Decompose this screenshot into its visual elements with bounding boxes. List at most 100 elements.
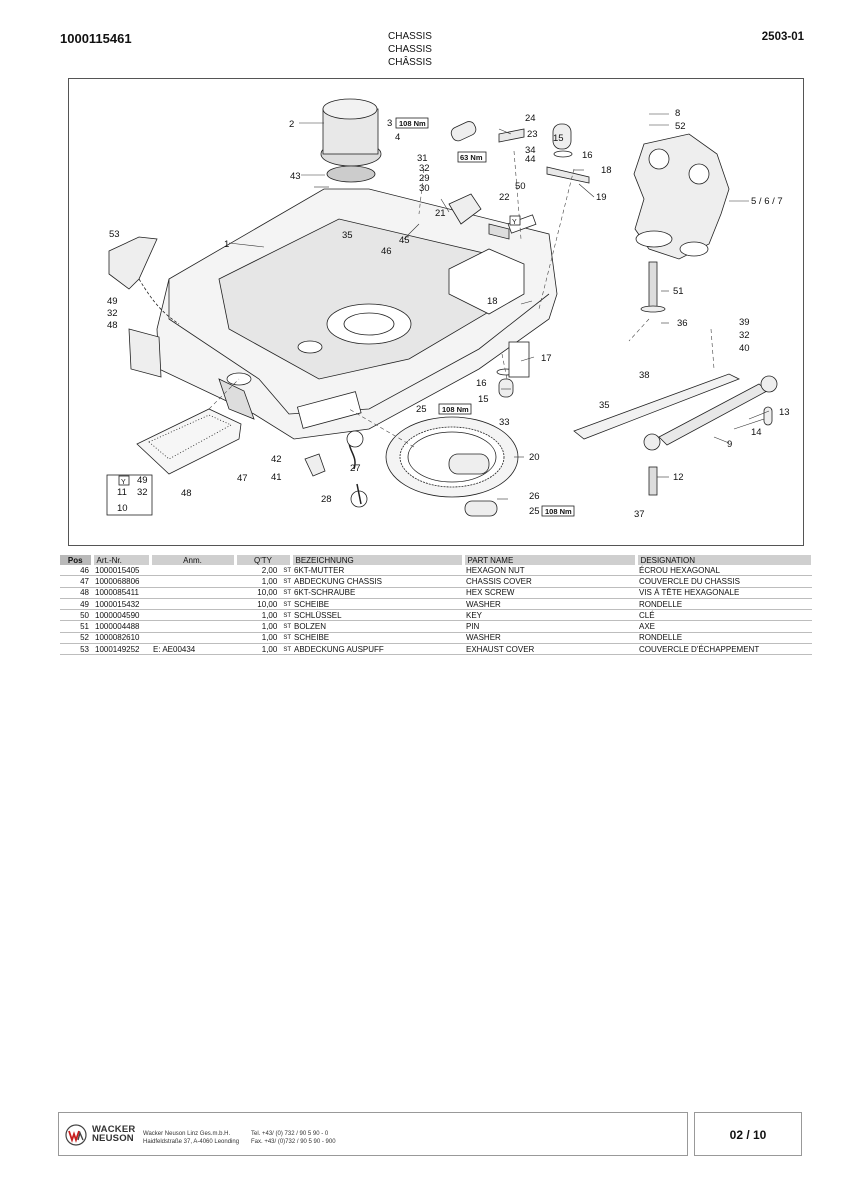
logo-line-neuson: NEUSON [92,1133,134,1144]
callout-11: 11 [117,487,127,498]
callout-47: 47 [237,473,248,484]
callout-35: 35 [342,230,353,241]
cell-pos: 53 [60,643,92,656]
cell-bezeichnung: 6KT-SCHRAUBE [291,587,463,599]
cell-qty-text: 10,00 [257,588,278,598]
callout-14: 14 [751,427,762,438]
cell-art-nr: 1000082610 [92,632,150,645]
cell-pos-text: 53 [80,644,89,654]
table-header-row: Pos Art.-Nr. Anm. Q'TY BEZEICHNUNG PART … [60,555,814,565]
callout-31: 31 [417,153,428,164]
logo-line-wacker: WACKER [92,1124,136,1135]
callout-36: 36 [677,318,688,329]
exhaust-cover-drawing [108,236,158,290]
cell-designation-text: CLÉ [639,610,655,620]
assembly-lines [208,150,715,448]
callout-44: 44 [525,154,536,165]
cell-part-name-text: HEX SCREW [466,588,515,598]
cell-anm [150,609,235,622]
cell-qty: 10,00 ST [235,587,291,599]
callout-49: 49 [107,296,118,307]
callout-28: 28 [321,494,332,505]
cell-pos: 47 [60,575,92,588]
callout-leaders [228,113,770,500]
callout-4: 4 [395,132,400,143]
chassis-cover-drawing [136,408,242,475]
torque-108nm-motor: 108 Nm [399,119,426,128]
callout-46: 46 [381,246,392,257]
callout-29: 29 [419,173,430,184]
callout-48b: 48 [181,488,192,499]
cell-anm [150,632,235,645]
header-art-nr: Art.-Nr. [92,555,152,565]
callout-37: 37 [634,509,645,520]
header-qty: Q'TY [235,555,293,565]
title-french: CHÂSSIS [388,57,432,68]
callout-13: 13 [779,407,790,418]
cell-qty-text: 1,00 [261,633,278,643]
cell-part-name-text: CHASSIS COVER [466,576,532,586]
cell-part-name: WASHER [463,632,636,645]
callout-50: 50 [515,181,526,192]
cell-art-nr-text: 1000082610 [95,633,140,643]
cell-bezeichnung: SCHLÜSSEL [291,609,463,622]
cell-bezeichnung-text: ABDECKUNG CHASSIS [294,576,383,586]
callout-35b: 35 [599,400,610,411]
cell-art-nr: 1000004488 [92,620,150,633]
cell-bezeichnung: SCHEIBE [291,598,463,611]
view-marker-y-detail: Y [121,479,126,486]
cell-qty-text: 1,00 [261,610,278,620]
cell-bezeichnung: BOLZEN [291,620,463,633]
header-part-name: PART NAME [463,555,638,565]
cell-part-name: CHASSIS COVER [463,575,636,588]
cell-bezeichnung-text: SCHEIBE [294,633,330,643]
page-number: 02 / 10 [694,1112,802,1156]
callout-10: 10 [117,503,128,514]
cell-art-nr-text: 1000015405 [95,565,140,575]
cell-part-name: KEY [463,609,636,622]
cell-designation-text: RONDELLE [639,599,683,609]
torque-63nm: 63 Nm [460,153,483,162]
cell-designation: AXE [636,620,812,633]
cell-unit: ST [283,578,291,585]
cell-pos: 50 [60,609,92,622]
callout-40: 40 [739,343,750,354]
cell-pos-text: 50 [80,610,89,620]
callout-22: 22 [499,192,510,203]
callout-16: 16 [582,150,593,161]
cell-art-nr: 1000085411 [92,587,150,599]
cell-art-nr-text: 1000149252 [95,644,140,654]
company-address: Wacker Neuson Linz Ges.m.b.H. Haidfeldst… [143,1130,239,1146]
cell-part-name: WASHER [463,598,636,611]
slew-motor-drawing [320,98,382,183]
cell-bezeichnung-text: BOLZEN [294,622,327,632]
callout-8: 8 [675,108,680,119]
cell-designation: COUVERCLE DU CHASSIS [636,575,812,588]
cell-unit: ST [283,612,291,619]
cell-qty-text: 2,00 [261,565,278,575]
cell-bezeichnung: ABDECKUNG CHASSIS [291,575,463,588]
cell-bezeichnung-text: SCHEIBE [294,599,330,609]
cell-art-nr: 1000068806 [92,575,150,588]
cell-unit: ST [283,590,291,597]
cell-designation-text: VIS À TÊTE HEXAGONALE [639,588,740,598]
callout-51: 51 [673,286,684,297]
cell-bezeichnung-text: 6KT-SCHRAUBE [294,588,356,598]
cell-bezeichnung: SCHEIBE [291,632,463,645]
cell-qty: 1,00 ST [235,609,291,622]
cell-bezeichnung-text: SCHLÜSSEL [294,610,342,620]
callout-52: 52 [675,121,686,132]
company-contact: Tel. +43/ (0) 732 / 90 5 90 - 0 Fax. +43… [251,1130,336,1146]
cell-pos: 52 [60,632,92,645]
cell-designation: CLÉ [636,609,812,622]
chassis-frame-drawing [128,188,558,440]
cell-art-nr: 1000004590 [92,609,150,622]
cell-part-name-text: EXHAUST COVER [466,644,535,654]
callout-25: 25 [416,404,427,415]
